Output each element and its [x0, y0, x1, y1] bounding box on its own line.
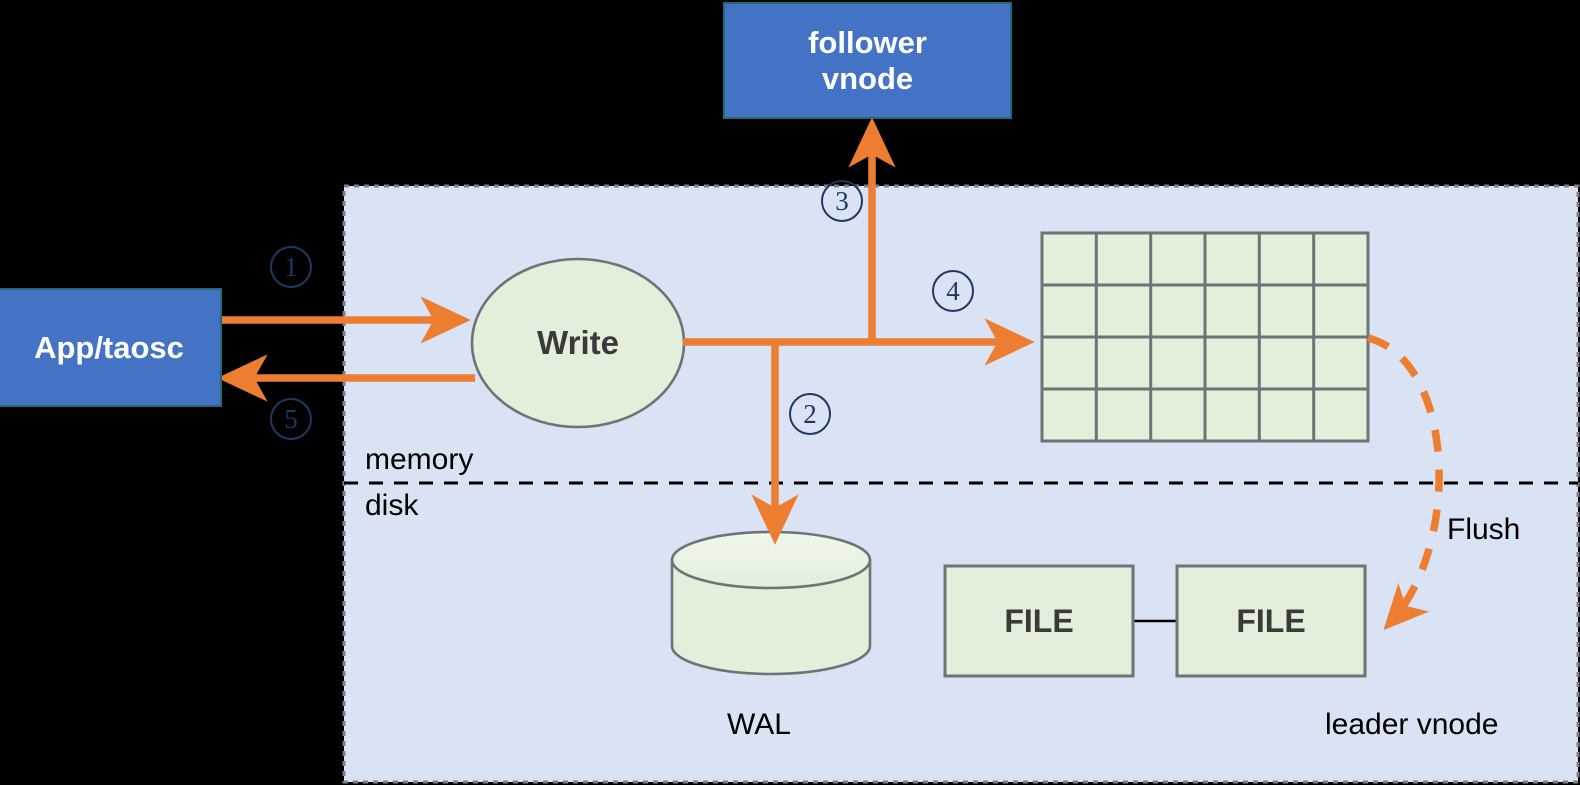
file-box-1-label-wrap: FILE	[945, 566, 1133, 676]
file-box-2-label: FILE	[1236, 602, 1306, 639]
step-marker-5: 5	[270, 398, 312, 440]
memory-label: memory	[365, 443, 474, 476]
app-taosc-box: App/taosc	[0, 288, 222, 407]
step-marker-4: 4	[932, 270, 974, 312]
follower-vnode-label-line1: follower	[808, 24, 927, 60]
app-taosc-label: App/taosc	[34, 329, 184, 365]
disk-label: disk	[365, 489, 419, 522]
follower-vnode-label-line2: vnode	[821, 60, 914, 96]
step-marker-1: 1	[270, 246, 312, 288]
wal-cylinder	[670, 530, 872, 676]
memtable-grid	[1040, 231, 1370, 443]
follower-vnode-box: follower vnode	[723, 2, 1012, 119]
step-marker-3: 3	[821, 180, 863, 222]
file-box-1-label: FILE	[1004, 602, 1074, 639]
wal-label: WAL	[727, 708, 791, 741]
step-marker-2: 2	[789, 393, 831, 435]
file-box-1	[943, 564, 1135, 678]
file-box-2	[1175, 564, 1367, 678]
file-box-2-label-wrap: FILE	[1177, 566, 1365, 676]
leader-vnode-label: leader vnode	[1325, 708, 1499, 741]
arrow-flush	[1366, 334, 1443, 631]
flush-label: Flush	[1447, 513, 1521, 546]
write-node-label-wrap: Write	[473, 260, 683, 425]
write-node-label: Write	[537, 323, 619, 361]
